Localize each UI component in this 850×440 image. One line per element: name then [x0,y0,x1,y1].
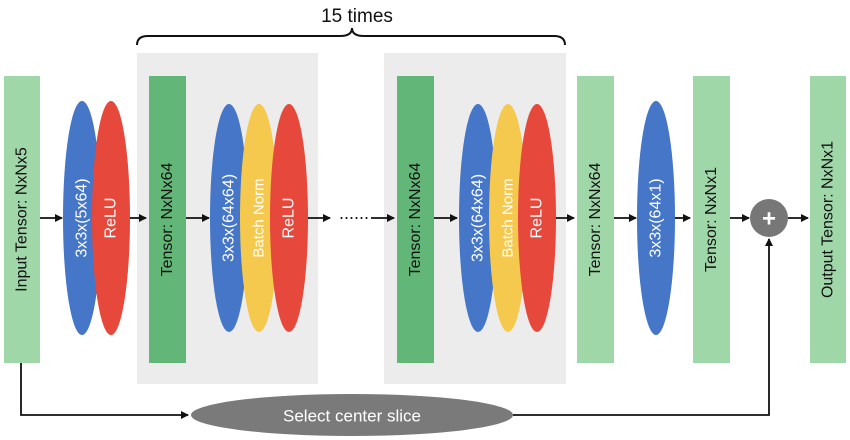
select-center-slice-label: Select center slice [283,407,421,426]
plus-circle-icon [750,199,788,237]
tensor-b-block [397,76,434,363]
tensor-b-label: Tensor: NxNx64 [407,162,424,276]
repeat-label: 15 times [321,6,393,27]
tensor-d-label: Tensor: NxNx1 [703,167,720,272]
bnorm-a-ellipse [240,104,278,332]
input-tensor-block [4,76,40,363]
relu-b-ellipse [518,104,556,332]
relu-a-label: ReLU [281,198,298,239]
tensor-d-block [693,76,730,363]
repeat-brace [136,27,566,46]
conv-b-label: 3x3x(64x64) [470,174,487,262]
conv-a-label: 3x3x(64x64) [221,174,238,262]
relu-in-label: ReLU [103,198,120,239]
ellipsis: ...... [339,203,369,223]
skip-line [20,363,189,419]
bnorm-a-label: Batch Norm [251,178,268,257]
output-tensor-label: Output Tensor: NxNx1 [820,141,837,298]
conv-b-ellipse [459,104,497,332]
conv-in-ellipse [63,101,101,335]
input-tensor-label: Input Tensor: NxNx5 [14,147,31,292]
output-tensor-block [810,76,846,363]
conv-out-label: 3x3x(64x1) [648,178,665,257]
plus-symbol: + [762,206,776,233]
select-center-slice-ellipse [191,394,513,436]
relu-b-label: ReLU [529,198,546,239]
tensor-a-block [149,76,186,363]
relu-in-ellipse [92,101,130,335]
tensor-a-label: Tensor: NxNx64 [159,162,176,276]
bnorm-b-ellipse [489,104,527,332]
tensor-c-label: Tensor: NxNx64 [587,162,604,276]
relu-a-ellipse [270,104,308,332]
conv-a-ellipse [210,104,248,332]
bnorm-b-label: Batch Norm [500,178,517,257]
conv-in-label: 3x3x(5x64) [74,178,91,257]
skip-line-to-add [513,238,773,416]
tensor-c-block [577,76,614,363]
conv-out-ellipse [637,101,675,335]
